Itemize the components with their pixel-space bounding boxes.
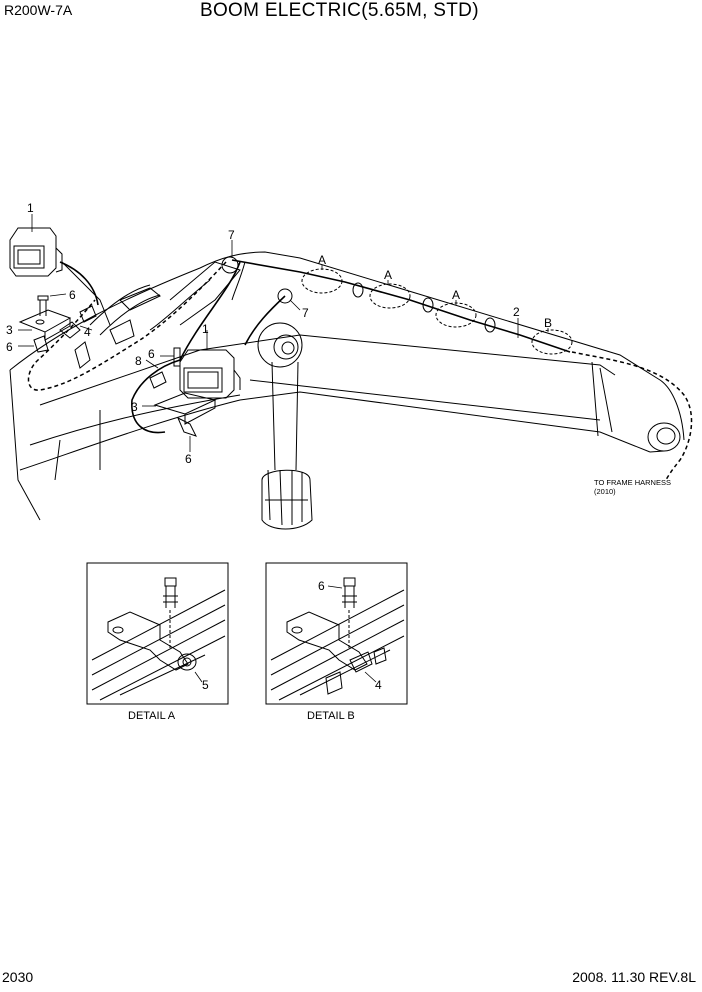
detail-b-box xyxy=(265,562,408,705)
callout-1-top: 1 xyxy=(27,201,34,215)
detail-a-label: DETAIL A xyxy=(128,710,176,722)
callout-3-mid: 3 xyxy=(131,400,138,414)
callout-5-detail: 5 xyxy=(202,678,209,692)
date-revision: 2008. 11.30 REV.8L xyxy=(572,969,696,985)
page-number: 2030 xyxy=(2,969,34,985)
work-lamp-top xyxy=(9,227,63,277)
frame-harness-ref: (2010) xyxy=(594,487,616,496)
detail-ref-a-1: A xyxy=(318,253,326,267)
frame-harness-label: TO FRAME HARNESS xyxy=(594,478,671,487)
frame-harness-note: TO FRAME HARNESS (2010) xyxy=(594,478,671,496)
callout-2: 2 xyxy=(513,305,520,319)
callout-6-a: 6 xyxy=(69,288,76,302)
lamp-bracket-left xyxy=(18,295,72,353)
callout-6-c: 6 xyxy=(148,347,155,361)
clamp-assembly xyxy=(59,284,161,369)
detail-ref-b: B xyxy=(544,316,552,330)
page-title: BOOM ELECTRIC(5.65M, STD) xyxy=(200,0,479,21)
detail-b-label: DETAIL B xyxy=(307,710,355,722)
callout-6-d: 6 xyxy=(185,452,192,466)
lamp-bracket-mid xyxy=(149,347,217,437)
callout-4-left: 4 xyxy=(84,325,91,339)
model-code: R200W-7A xyxy=(4,2,73,18)
detail-ref-a-2: A xyxy=(384,268,392,282)
boom-structure xyxy=(9,251,685,530)
lamp-wiring xyxy=(61,261,246,326)
callout-8: 8 xyxy=(135,354,142,368)
callout-1-mid: 1 xyxy=(202,322,209,336)
harness-dashed-route xyxy=(27,261,693,481)
callout-6-detail: 6 xyxy=(318,579,325,593)
callout-7-top: 7 xyxy=(228,228,235,242)
callout-7-mid: 7 xyxy=(302,306,309,320)
leader-lines xyxy=(18,214,549,452)
detail-ref-a-3: A xyxy=(452,288,460,302)
callout-4-detail: 4 xyxy=(375,678,382,692)
work-lamp-mid xyxy=(179,349,241,399)
callout-labels: 1 7 A A A 2 B 7 1 6 3 6 4 8 6 3 6 5 6 4 xyxy=(6,201,552,692)
detail-a-box xyxy=(86,562,229,705)
main-harness xyxy=(59,259,571,434)
callout-3-left: 3 xyxy=(6,323,13,337)
callout-6-b: 6 xyxy=(6,340,13,354)
